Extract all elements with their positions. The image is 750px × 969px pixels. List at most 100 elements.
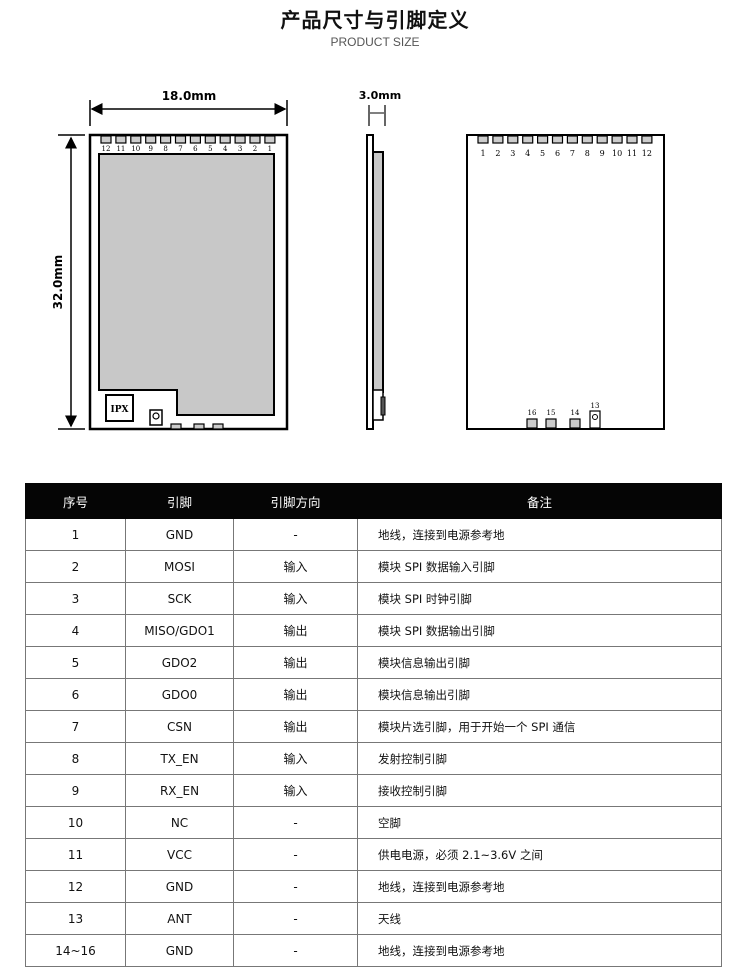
width-label: 18.0mm [162, 89, 217, 103]
pin-pad [174, 135, 187, 144]
cell-notes: 空脚 [357, 806, 722, 839]
pin-pad [545, 418, 557, 429]
pin-number: 12 [642, 149, 652, 158]
pin-pad [130, 135, 142, 144]
cell-notes: 接收控制引脚 [357, 774, 722, 807]
pin-number: 11 [627, 149, 637, 158]
cell-index: 14~16 [25, 934, 126, 967]
pin-number: 1 [480, 149, 485, 158]
pin-number: 13 [591, 402, 600, 410]
height-label: 32.0mm [51, 255, 65, 310]
pin-number: 10 [612, 149, 622, 158]
pin-number: 2 [253, 145, 257, 153]
pin-pad [219, 135, 231, 144]
pin-number: 6 [555, 149, 560, 158]
cell-direction: - [233, 518, 358, 551]
pin-number: 9 [600, 149, 605, 158]
cell-index: 4 [25, 614, 126, 647]
cell-pin: GND [125, 518, 234, 551]
pin-pad [145, 135, 157, 144]
pin-pad [526, 418, 538, 429]
cell-pin: GDO0 [125, 678, 234, 711]
cell-index: 11 [25, 838, 126, 871]
page-title: 产品尺寸与引脚定义 [280, 8, 470, 32]
cell-direction: 输出 [233, 614, 358, 647]
pin-pad [522, 135, 534, 144]
cell-notes: 地线，连接到电源参考地 [357, 934, 722, 967]
cell-notes: 模块信息输出引脚 [357, 678, 722, 711]
pin-pad [536, 135, 549, 144]
pin-number: 11 [116, 145, 125, 153]
cell-index: 13 [25, 902, 126, 935]
cell-notes: 地线，连接到电源参考地 [357, 518, 722, 551]
pin-pad [477, 135, 489, 144]
pin-pad [611, 135, 623, 144]
pin-pad [492, 135, 504, 144]
ipx-connector-label: IPX [111, 405, 129, 415]
pin-number: 7 [570, 149, 575, 158]
pin-number: 5 [208, 145, 212, 153]
cell-index: 10 [25, 806, 126, 839]
pin-pad [234, 135, 246, 144]
pin-number: 1 [268, 145, 272, 153]
cell-pin: TX_EN [125, 742, 234, 775]
header-direction: 引脚方向 [233, 483, 358, 519]
pin-pad [249, 135, 261, 144]
cell-direction: 输入 [233, 550, 358, 583]
pin-number: 3 [510, 149, 515, 158]
width-dimension: 18.0mm [89, 89, 288, 126]
cell-index: 8 [25, 742, 126, 775]
cell-notes: 供电电源，必须 2.1~3.6V 之间 [357, 838, 722, 871]
cell-pin: VCC [125, 838, 234, 871]
header-pin: 引脚 [125, 483, 234, 519]
header-notes: 备注 [357, 483, 722, 519]
pin-pad [596, 135, 608, 144]
pin-pad [581, 135, 593, 144]
cell-direction: 输出 [233, 710, 358, 743]
cell-pin: ANT [125, 902, 234, 935]
cell-pin: GND [125, 934, 234, 967]
cell-index: 6 [25, 678, 126, 711]
pin-number: 12 [102, 145, 111, 153]
cell-pin: NC [125, 806, 234, 839]
antenna-pad-hole [592, 414, 598, 420]
pin-number: 2 [495, 149, 500, 158]
pin-pad [641, 135, 653, 144]
cell-direction: 输入 [233, 774, 358, 807]
pin-pad [626, 135, 638, 144]
cell-direction: - [233, 870, 358, 903]
pin-number: 8 [163, 145, 167, 153]
pin-number: 10 [131, 145, 140, 153]
pin-pad [507, 135, 519, 144]
cell-notes: 发射控制引脚 [357, 742, 722, 775]
cell-index: 5 [25, 646, 126, 679]
pin-pad [160, 135, 172, 144]
cell-notes: 模块 SPI 数据输出引脚 [357, 614, 722, 647]
pin-number: 6 [193, 145, 198, 153]
pin-number: 5 [540, 149, 545, 158]
header-index: 序号 [25, 483, 126, 519]
pin-pad [100, 135, 112, 144]
cell-direction: 输出 [233, 646, 358, 679]
pin-number: 14 [571, 409, 580, 417]
cell-direction: - [233, 838, 358, 871]
page-subtitle: PRODUCT SIZE [330, 35, 420, 49]
cell-direction: - [233, 934, 358, 967]
pin-pad [189, 135, 201, 144]
cell-pin: GDO2 [125, 646, 234, 679]
